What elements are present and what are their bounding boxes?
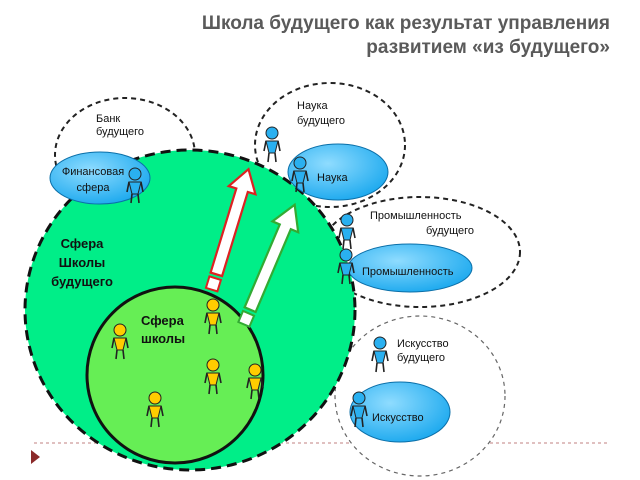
- page-title: Школа будущего как результат управления …: [90, 12, 610, 60]
- person-icon: [263, 126, 281, 163]
- school-sphere: [85, 285, 265, 465]
- person-icon: [126, 167, 144, 204]
- person-icon: [146, 391, 164, 428]
- school-future-label-2: Школы: [59, 255, 105, 270]
- finance-label-2: сфера: [77, 182, 111, 194]
- art-ellipse: [349, 381, 451, 443]
- finance-label-1: Финансовая: [62, 166, 124, 178]
- person-icon: [111, 323, 129, 360]
- person-icon: [291, 156, 309, 193]
- person-icon: [337, 248, 355, 285]
- person-icon: [204, 358, 222, 395]
- bank-future-label-1: Банк: [96, 113, 120, 125]
- school-future-label-3: будущего: [51, 274, 113, 289]
- school-label-1: Сфера: [141, 313, 185, 328]
- people-layer: [111, 126, 389, 428]
- nav-arrow-icon[interactable]: [31, 450, 40, 464]
- person-icon: [204, 298, 222, 335]
- person-icon: [338, 213, 356, 250]
- person-icon: [371, 336, 389, 373]
- arrow-to-science: [237, 202, 300, 329]
- science-label: Наука: [317, 172, 348, 184]
- bank-future-label-2: будущего: [96, 126, 144, 138]
- science-ellipse: [287, 143, 389, 201]
- person-icon: [246, 363, 264, 400]
- finance-ellipse: [49, 151, 151, 205]
- science-future-label-1: Наука: [297, 100, 328, 112]
- art-future-label-1: Искусство: [397, 338, 449, 350]
- science-future-label-2: будущего: [297, 115, 345, 127]
- school-future-label-1: Сфера: [61, 236, 105, 251]
- person-icon: [350, 391, 368, 428]
- industry-future-label-2: будущего: [426, 225, 474, 237]
- arrow-to-science-future: [204, 167, 258, 293]
- art-future-label-2: будущего: [397, 352, 445, 364]
- school-label-2: школы: [141, 331, 185, 346]
- industry-label: Промышленность: [362, 266, 454, 278]
- title-line-1: Школа будущего как результат управления: [201, 13, 610, 34]
- industry-future-label-1: Промышленность: [370, 210, 462, 222]
- art-label: Искусство: [372, 412, 424, 424]
- title-line-2: развитием «из будущего»: [366, 37, 610, 58]
